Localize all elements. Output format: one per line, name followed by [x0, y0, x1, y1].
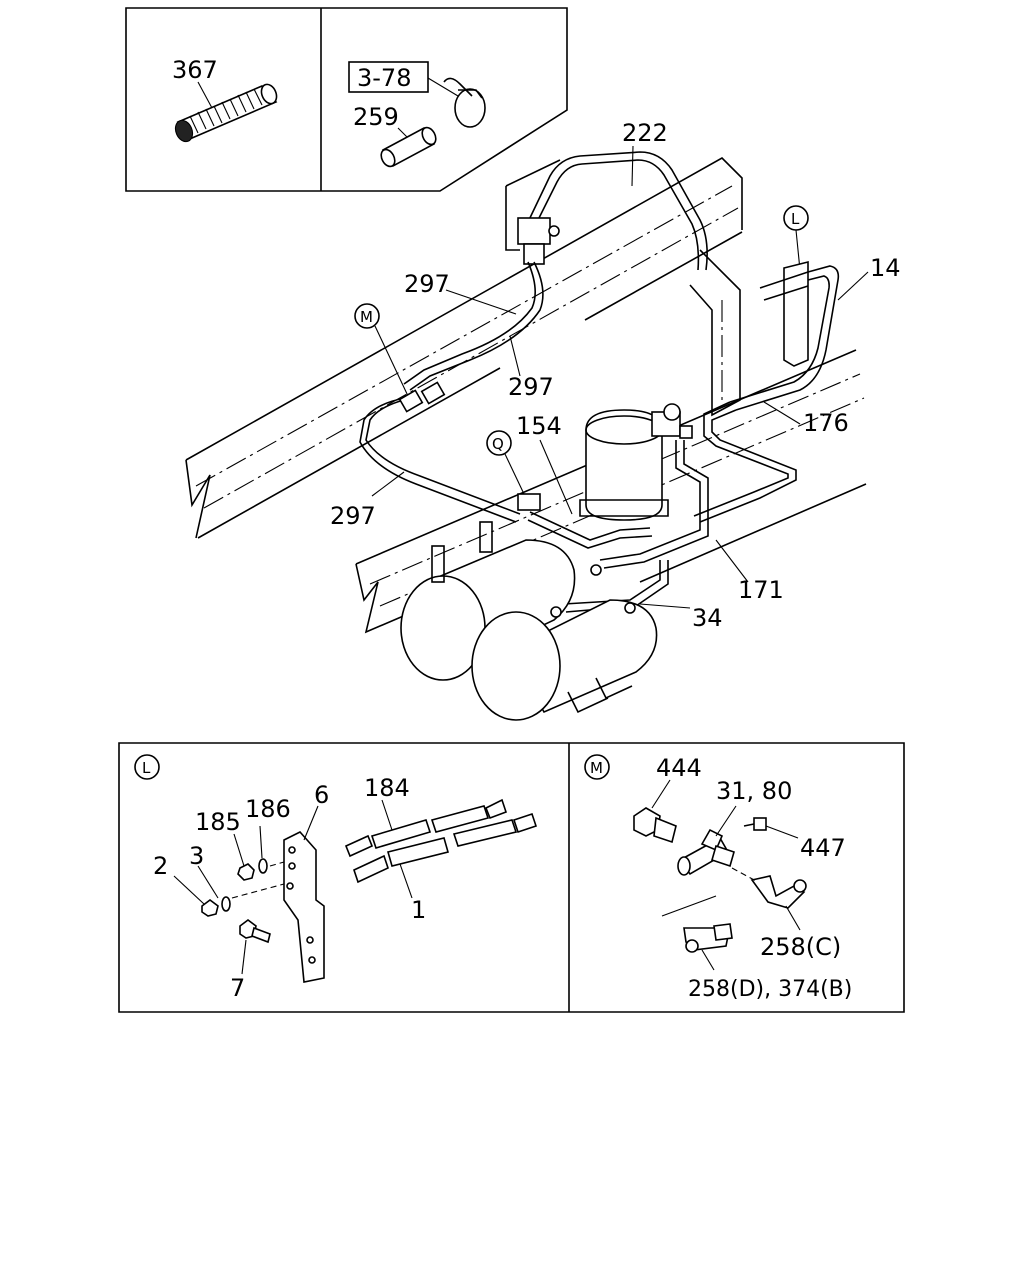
top-inset-panel: [125, 7, 568, 192]
governor-valve-icon: [651, 403, 693, 439]
label-ref-l: L: [791, 210, 800, 228]
leader-31-80: [715, 805, 737, 837]
pipe-154: [527, 511, 653, 549]
bracket-plate-icon: [283, 831, 325, 983]
leader-3: [197, 865, 219, 899]
pipe-171: [599, 440, 709, 569]
callout-m-badge: [354, 303, 380, 329]
label-part-258c: 258(C): [760, 933, 841, 961]
leader-14: [837, 271, 869, 301]
banjo-bolt-icon: [633, 807, 677, 844]
pipe-297: [359, 261, 544, 523]
label-detail-l: L: [142, 759, 151, 777]
clip-icon: [517, 493, 541, 511]
label-part-176: 176: [803, 409, 849, 437]
label-part-297-c: 297: [330, 502, 376, 530]
leader-297-b: [509, 335, 521, 377]
callout-q-badge: [486, 430, 512, 456]
leader-171: [715, 539, 749, 583]
label-detail-m: M: [590, 759, 603, 777]
assembly-line-m2: [661, 895, 717, 917]
leader-6: [303, 805, 319, 841]
leader-185: [233, 833, 245, 867]
tube-sleeve-icon: [380, 126, 437, 168]
pipe-176: [693, 401, 797, 523]
label-part-2: 2: [153, 852, 168, 880]
label-part-185: 185: [195, 808, 241, 836]
leader-q: [504, 453, 525, 495]
label-ref-m: M: [360, 308, 373, 326]
leader-444: [651, 779, 671, 809]
leader-447: [765, 825, 799, 839]
label-part-14: 14: [870, 254, 901, 282]
label-part-31-80: 31, 80: [716, 777, 792, 805]
screw-447-icon: [743, 817, 767, 831]
label-part-3: 3: [189, 842, 204, 870]
nut-185-icon: [237, 863, 255, 881]
leader-367: [197, 81, 213, 109]
assembly-line: [231, 883, 285, 899]
leader-258c: [785, 905, 801, 931]
nut-2-icon: [201, 899, 219, 917]
leader-297-a: [445, 289, 517, 315]
leader-297-c: [371, 471, 405, 497]
label-part-259: 259: [353, 103, 399, 131]
label-part-171: 171: [738, 576, 784, 604]
label-part-154: 154: [516, 412, 562, 440]
leader-l: [795, 229, 801, 271]
leader-176: [763, 401, 801, 425]
detail-l-panel: [118, 742, 905, 1013]
washer-186-icon: [258, 858, 268, 874]
elbow-fitting-icon: [750, 875, 807, 909]
label-part-297-a: 297: [404, 270, 450, 298]
leader-m: [374, 325, 409, 397]
air-tanks-icon: [400, 521, 658, 721]
tee-fitting-icon: [398, 381, 446, 413]
leader-184: [381, 799, 393, 831]
label-part-447: 447: [800, 834, 846, 862]
reference-box: [348, 61, 429, 93]
detail-l-badge: [134, 754, 160, 780]
label-part-184: 184: [364, 774, 410, 802]
label-part-7: 7: [230, 974, 245, 1002]
detail-m-badge: [584, 754, 610, 780]
label-part-1: 1: [411, 896, 426, 924]
label-part-34: 34: [692, 604, 723, 632]
label-part-367: 367: [172, 56, 218, 84]
label-part-297-b: 297: [508, 373, 554, 401]
leader-3-78: [427, 77, 459, 97]
bolt-7-icon: [239, 919, 271, 944]
bracket-icon: [759, 260, 809, 367]
leader-1: [399, 863, 413, 899]
tee-connector-icon: [677, 828, 735, 876]
corrugated-sleeve-icon: [174, 83, 278, 143]
pipe-14: [729, 265, 840, 411]
hose-clamp-icon: [443, 77, 486, 128]
leader-222: [631, 145, 634, 187]
tube-fitting-icon: [344, 798, 538, 884]
leader-154: [539, 439, 573, 515]
valve-icon: [517, 217, 560, 265]
label-part-258d-374b: 258(D), 374(B): [688, 977, 852, 1002]
label-part-222: 222: [622, 119, 668, 147]
label-part-6: 6: [314, 781, 329, 809]
washer-3-icon: [221, 896, 231, 912]
leader-258d: [701, 949, 715, 971]
leader-2: [173, 875, 205, 905]
pipe-222: [527, 151, 708, 271]
leader-7: [241, 939, 247, 975]
assembly-line-m: [731, 867, 759, 883]
label-ref-q: Q: [492, 435, 504, 453]
label-part-444: 444: [656, 754, 702, 782]
leader-186: [259, 825, 263, 859]
leader-34: [639, 603, 691, 609]
label-part-186: 186: [245, 795, 291, 823]
assembly-line-2: [269, 861, 285, 867]
label-ref-3-78: 3-78: [357, 64, 411, 92]
straight-fitting-icon: [683, 923, 733, 953]
